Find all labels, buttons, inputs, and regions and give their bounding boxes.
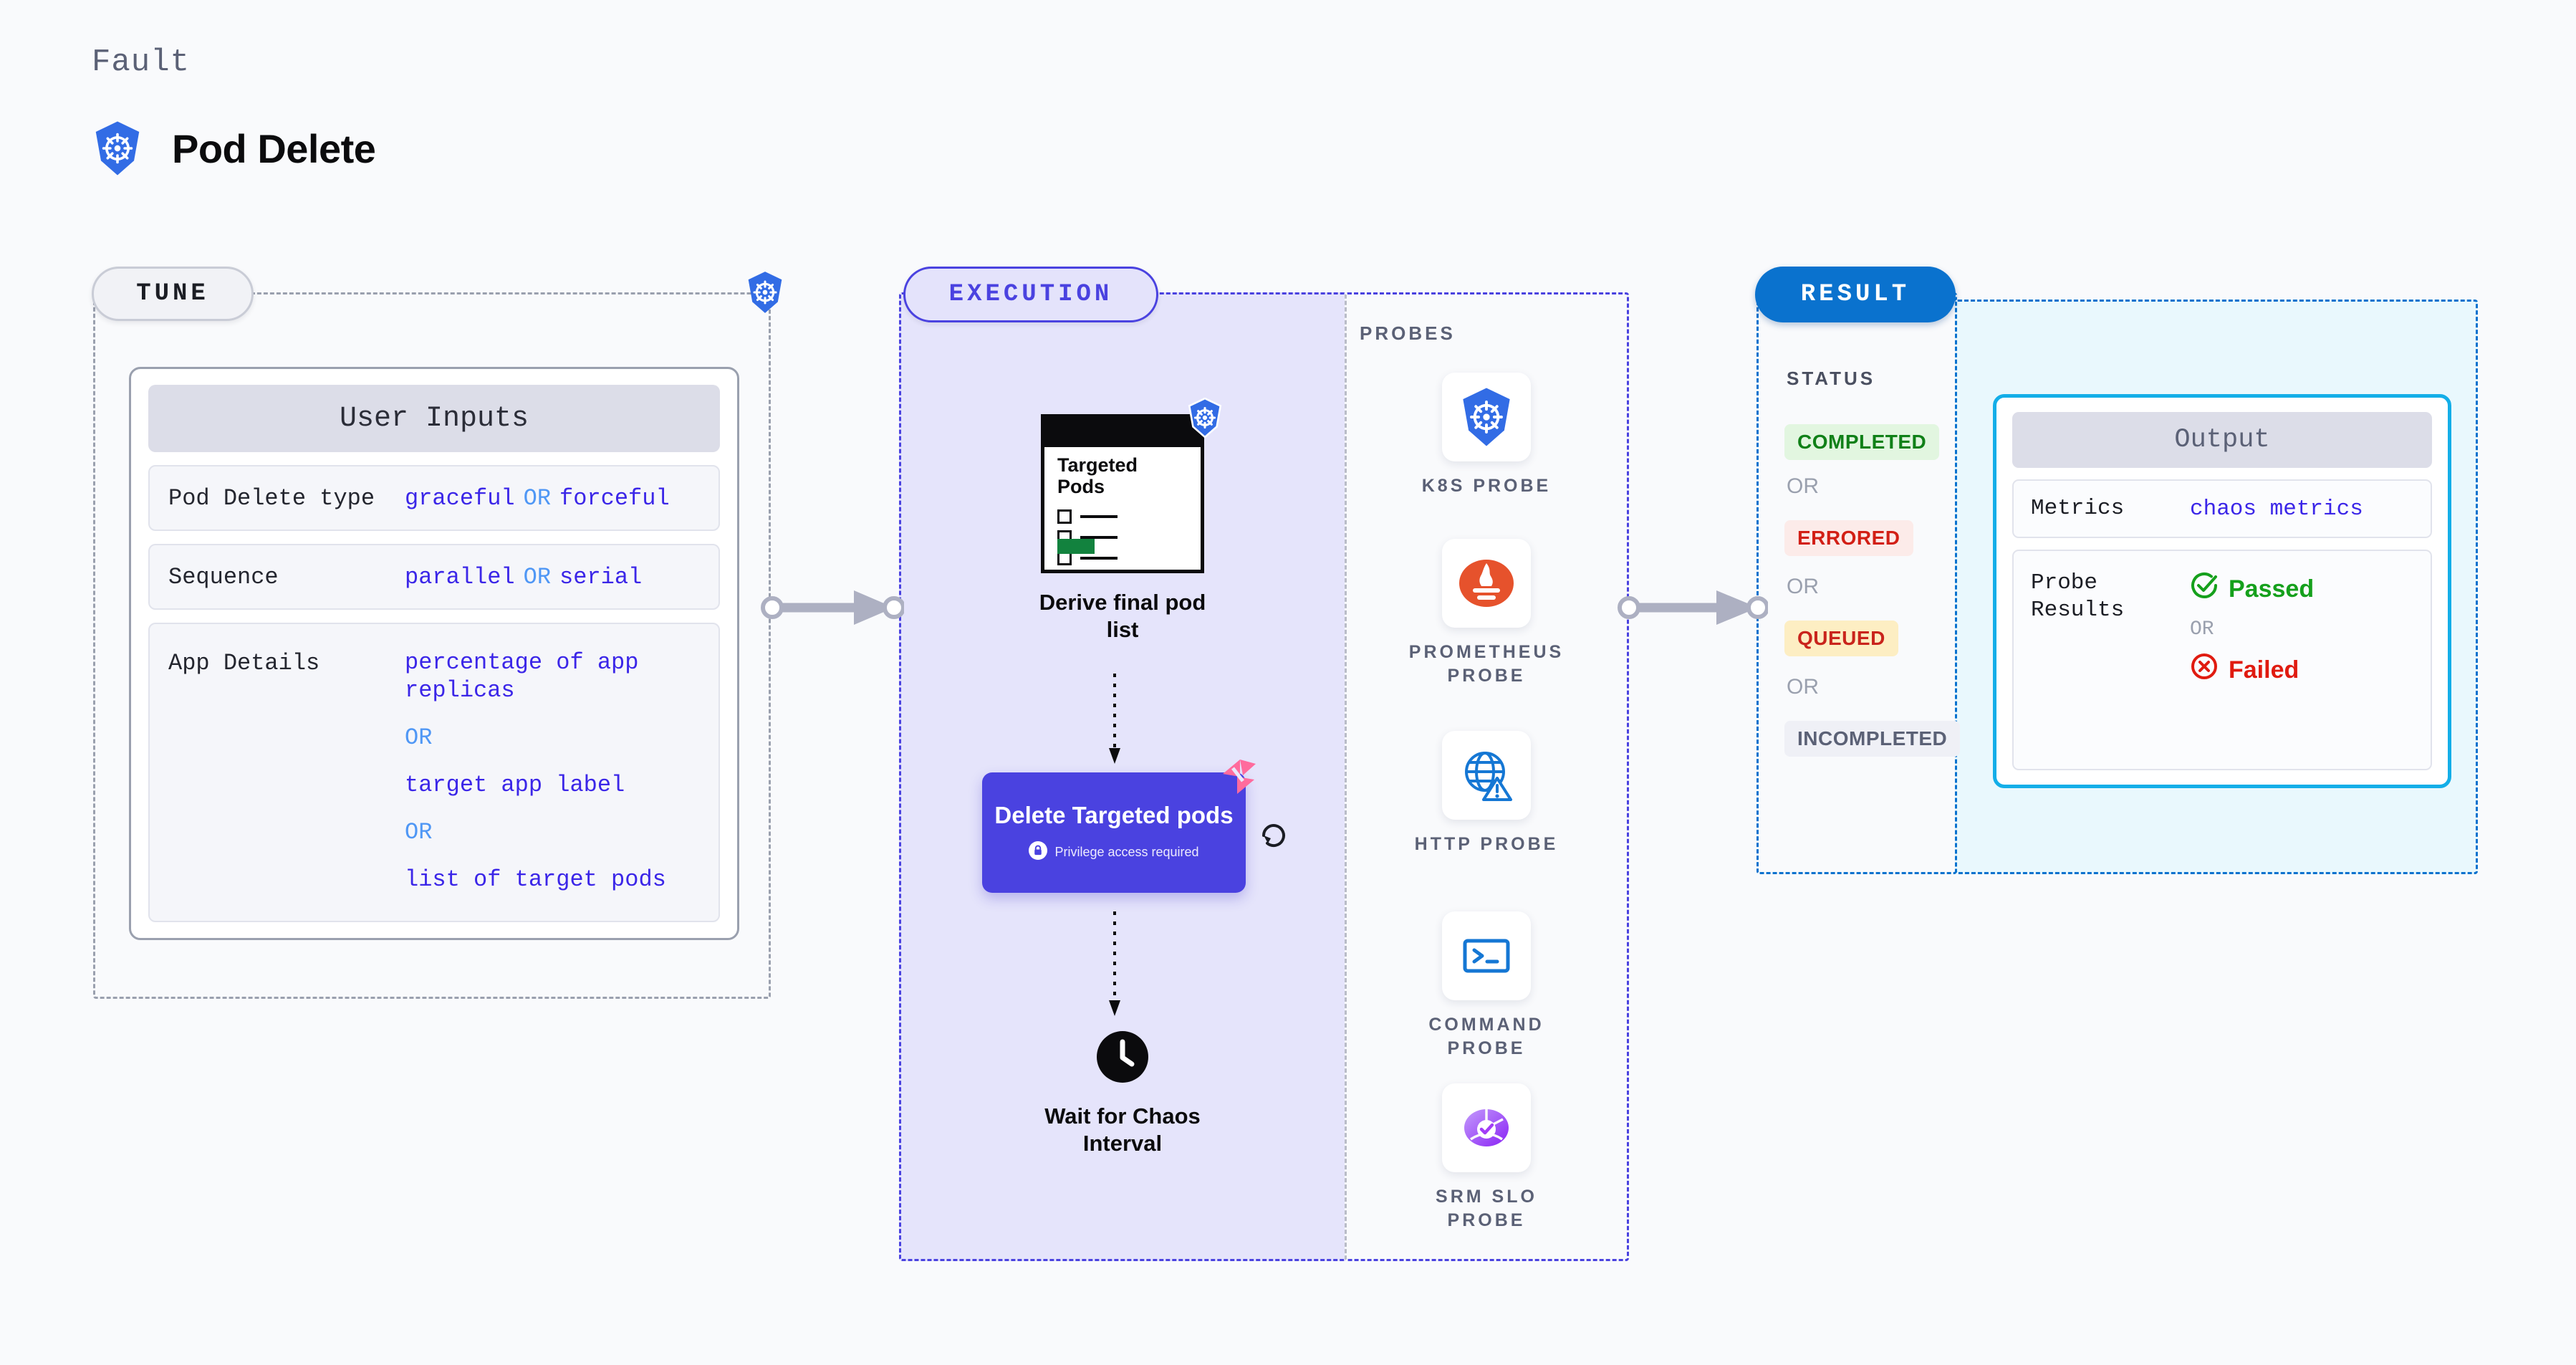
probe-srm-slo[interactable]: SRM SLO PROBE	[1400, 1083, 1572, 1232]
x-circle-icon	[2190, 652, 2219, 688]
connector-tune-to-execution	[761, 588, 905, 631]
row-value-a: parallel	[405, 563, 515, 590]
row-or: OR	[523, 563, 552, 590]
app-or-1: OR	[405, 724, 433, 752]
tune-pill: TUNE	[92, 267, 254, 321]
status-badge-completed: COMPLETED	[1784, 424, 1940, 460]
check-circle-icon	[2190, 571, 2219, 607]
page-header: Pod Delete	[92, 120, 376, 176]
kubernetes-icon	[745, 271, 785, 317]
execution-pill: EXECUTION	[903, 267, 1158, 322]
row-value-b: serial	[559, 563, 643, 590]
user-inputs-title: User Inputs	[148, 385, 720, 452]
probe-result-separator: OR	[2190, 618, 2214, 641]
input-row-pod-delete-type[interactable]: Pod Delete type graceful OR forceful	[148, 465, 720, 531]
line-glyph	[1080, 515, 1118, 518]
document-title: Targeted Pods	[1057, 454, 1138, 497]
document-titlebar	[1044, 417, 1201, 447]
input-row-app-details[interactable]: App Details percentage of app replicas O…	[148, 623, 720, 922]
probe-label: PROMETHEUS PROBE	[1408, 642, 1565, 686]
clock-icon	[1096, 1031, 1149, 1086]
row-label: App Details	[168, 650, 320, 676]
http-globe-warning-icon	[1442, 731, 1531, 820]
output-row-probe-results[interactable]: Probe Results Passed OR	[2012, 550, 2432, 770]
delete-targeted-pods-step[interactable]: Delete Targeted pods Privilege access re…	[982, 760, 1256, 893]
app-option-1: percentage of app replicas	[405, 649, 639, 704]
kubernetes-icon	[92, 120, 143, 176]
derive-caption: Derive final pod list	[1039, 590, 1206, 642]
app-option-2: target app label	[405, 772, 625, 799]
harness-logo-icon	[1219, 757, 1259, 800]
row-or: OR	[523, 484, 552, 512]
checkbox-icon	[1057, 509, 1072, 524]
document-checklist	[1057, 509, 1118, 565]
output-card: Output Metrics chaos metrics Probe Resul…	[1993, 394, 2451, 788]
row-value-b: forceful	[559, 484, 670, 512]
kubernetes-icon	[1186, 397, 1224, 441]
row-value: chaos metrics	[2190, 496, 2363, 522]
privilege-note: Privilege access required	[1029, 840, 1199, 863]
wait-caption: Wait for Chaos Interval	[1044, 1103, 1201, 1156]
probe-label: COMMAND PROBE	[1428, 1015, 1544, 1058]
failed-label: Failed	[2229, 656, 2299, 684]
user-inputs-card: User Inputs Pod Delete type graceful OR …	[129, 367, 739, 940]
row-label: Probe Results	[2031, 570, 2125, 623]
row-value-a: graceful	[405, 484, 515, 512]
status-badge-incompleted: INCOMPLETED	[1784, 721, 1961, 757]
derive-pod-list-node: Targeted Pods Derive final pod list	[1029, 397, 1222, 643]
flow-arrow-derive-to-delete	[1106, 674, 1123, 770]
status-separator-1: OR	[1787, 474, 1819, 498]
probe-k8s[interactable]: K8S PROBE	[1400, 373, 1572, 498]
input-row-sequence[interactable]: Sequence parallel OR serial	[148, 544, 720, 610]
status-badge-errored: ERRORED	[1784, 520, 1913, 556]
probe-http[interactable]: HTTP PROBE	[1400, 731, 1572, 856]
terminal-icon	[1442, 911, 1531, 1000]
prometheus-icon	[1442, 539, 1531, 628]
lock-icon	[1029, 840, 1048, 863]
probe-command[interactable]: COMMAND PROBE	[1400, 911, 1572, 1060]
retry-icon[interactable]	[1257, 819, 1290, 856]
page-eyebrow: Fault	[92, 44, 191, 80]
flow-arrow-delete-to-wait	[1106, 911, 1123, 1022]
probe-result-failed: Failed	[2190, 652, 2314, 688]
status-label: STATUS	[1787, 368, 1876, 389]
app-option-3: list of target pods	[405, 866, 666, 894]
output-title: Output	[2012, 412, 2432, 468]
row-label: Sequence	[168, 563, 279, 590]
result-pill: RESULT	[1755, 267, 1956, 322]
probes-label: PROBES	[1360, 322, 1456, 344]
line-glyph	[1080, 536, 1118, 539]
tune-zone	[93, 292, 771, 999]
probe-label: HTTP PROBE	[1414, 834, 1559, 854]
probe-label: SRM SLO PROBE	[1436, 1187, 1537, 1230]
privilege-text: Privilege access required	[1054, 844, 1199, 859]
row-label: Pod Delete type	[168, 484, 375, 512]
targeted-pods-document-icon: Targeted Pods	[1041, 397, 1222, 573]
probe-label: K8S PROBE	[1421, 476, 1552, 496]
step-title: Delete Targeted pods	[994, 802, 1234, 829]
passed-label: Passed	[2229, 575, 2315, 603]
status-separator-3: OR	[1787, 675, 1819, 699]
progress-bar-glyph	[1057, 539, 1095, 554]
kubernetes-icon	[1442, 373, 1531, 461]
probe-prometheus[interactable]: PROMETHEUS PROBE	[1400, 539, 1572, 687]
checklist-item	[1057, 509, 1118, 524]
row-label: Metrics	[2031, 496, 2125, 522]
output-row-metrics[interactable]: Metrics chaos metrics	[2012, 479, 2432, 538]
page-title: Pod Delete	[172, 125, 376, 171]
probe-result-values: Passed OR Failed	[2190, 570, 2314, 688]
line-glyph	[1080, 557, 1118, 560]
app-or-2: OR	[405, 819, 433, 846]
srm-slo-icon	[1442, 1083, 1531, 1172]
app-details-options: percentage of app replicas OR target app…	[405, 648, 677, 894]
wait-for-chaos-interval-node: Wait for Chaos Interval	[1027, 1030, 1218, 1157]
connector-execution-to-result	[1618, 588, 1769, 631]
probe-result-passed: Passed	[2190, 571, 2314, 607]
status-badge-queued: QUEUED	[1784, 621, 1898, 656]
status-separator-2: OR	[1787, 575, 1819, 598]
